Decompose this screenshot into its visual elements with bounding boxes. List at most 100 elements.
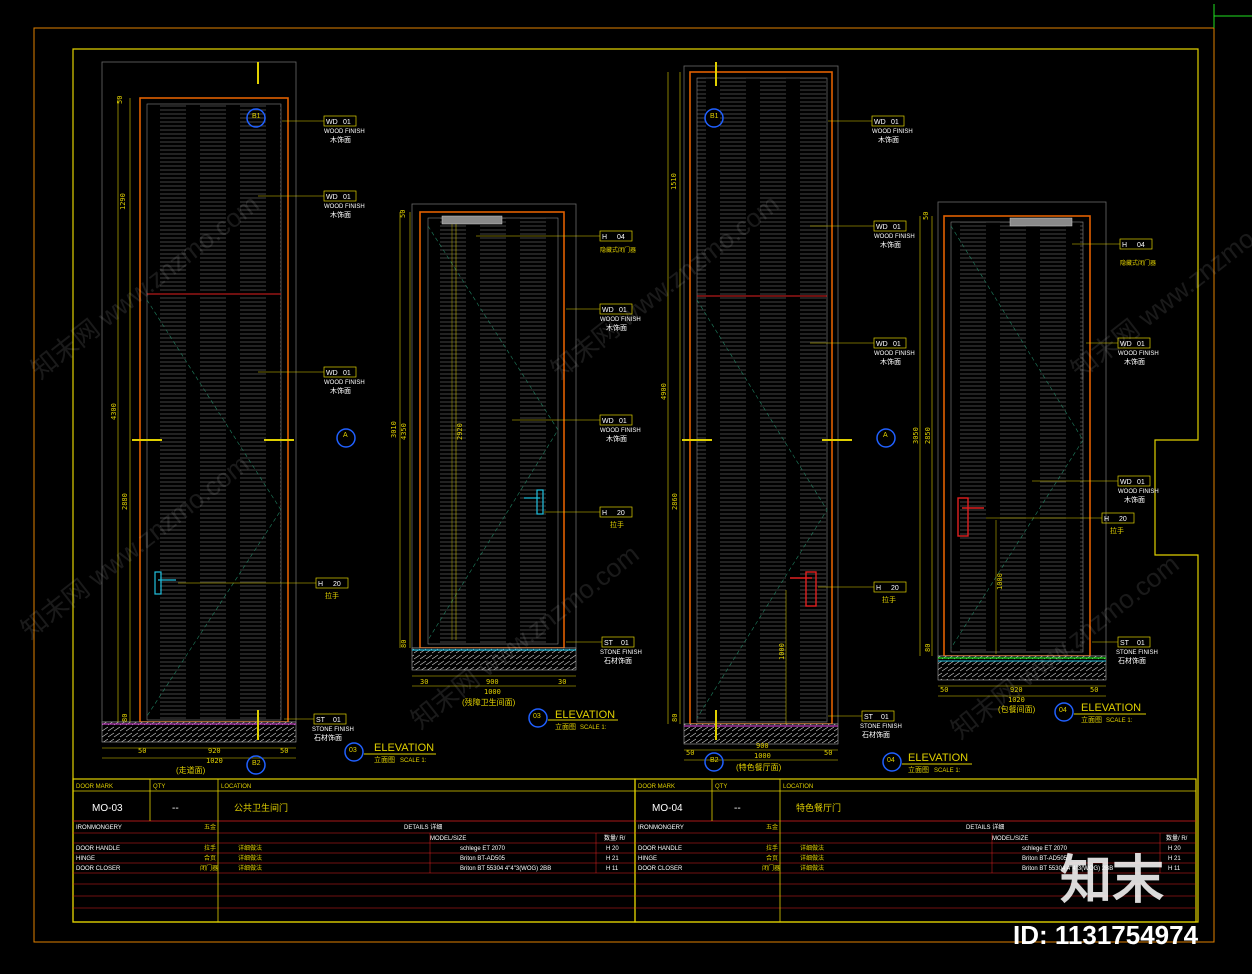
door-mark: MO-03 <box>92 803 123 814</box>
dim-label: 50 <box>1090 686 1098 694</box>
tag-num: 01 <box>1137 640 1145 647</box>
dim-label: 4900 <box>660 383 668 400</box>
dim-label: 50 <box>940 686 948 694</box>
tag-en: WOOD FINISH <box>1118 351 1159 357</box>
dim-label: 4300 <box>110 403 118 420</box>
ironmongery-cn: 五金 <box>766 823 778 831</box>
door-qty: -- <box>734 803 741 814</box>
item-spec: 详细做法 <box>800 864 824 872</box>
dim-label: 1290 <box>119 193 127 210</box>
watermark-id: ID: 1131754974 <box>1013 920 1199 950</box>
tag-code: WD <box>876 341 888 348</box>
dim-label: 50 <box>686 749 694 757</box>
item-cn: 拉手 <box>766 844 778 852</box>
tag-cn: 木饰面 <box>878 135 899 144</box>
schedule-table-right: DOOR MARK QTY LOCATION MO-04 -- 特色餐厅门 IR… <box>634 778 1197 923</box>
door-3-tags: WD 01 WOOD FINISH 木饰面 WD 01 WOOD FINISH … <box>810 115 915 739</box>
tag-code: H <box>876 585 881 592</box>
tag-cn: 木饰面 <box>880 357 901 366</box>
dim-label: 80 <box>400 640 408 648</box>
elevation-number: 04 <box>1059 707 1067 714</box>
dim-label: 900 <box>486 678 499 686</box>
tag-code: H <box>602 510 607 517</box>
tag-num: 01 <box>621 640 629 647</box>
elevation-title: ELEVATION <box>908 752 968 764</box>
marker-label: B1 <box>710 113 719 120</box>
item-code: H 11 <box>606 866 619 872</box>
tag-cn: 石材饰面 <box>862 730 890 739</box>
door-label: (特色餐厅面) <box>736 762 782 772</box>
tag-num: 01 <box>333 717 341 724</box>
tag-cn: 石材饰面 <box>604 656 632 665</box>
door-1-tags: WD 01 WOOD FINISH 木饰面 WD 01 WOOD FINISH … <box>178 115 365 742</box>
door-2-elevation <box>399 203 577 687</box>
door-3-dimensions: 1510 4900 2860 80 1000 50 900 50 1000 (特… <box>660 173 832 772</box>
header-qty: QTY <box>715 784 727 790</box>
tag-code: H <box>602 234 607 241</box>
dim-label: 50 <box>922 212 930 220</box>
item-spec: 详细做法 <box>238 864 262 872</box>
tag-cn: 木饰面 <box>330 210 351 219</box>
elevation-title: ELEVATION <box>555 709 615 721</box>
tag-en: STONE FINISH <box>1116 650 1158 656</box>
door-3-elevation <box>667 62 852 761</box>
tag-cn: 石材饰面 <box>1118 656 1146 665</box>
item-en: DOOR CLOSER <box>76 866 121 872</box>
door-location: 公共卫生间门 <box>234 802 288 813</box>
tag-num: 20 <box>1119 516 1127 523</box>
item-spec: 详细做法 <box>238 844 262 852</box>
tag-num: 01 <box>343 370 351 377</box>
tag-code: ST <box>864 714 874 721</box>
tag-cn: 拉手 <box>610 520 624 529</box>
door-1-markers: B1 B2 A <box>246 108 356 775</box>
tag-num: 01 <box>619 418 627 425</box>
tag-cn: 拉手 <box>325 591 339 600</box>
tag-num: 04 <box>617 234 625 241</box>
door-location: 特色餐厅门 <box>796 802 841 813</box>
dim-label: 50 <box>399 210 407 218</box>
tag-cn: 木饰面 <box>1124 357 1145 366</box>
ironmongery-cn: 五金 <box>204 823 216 831</box>
watermark-logo-text: 知末 <box>1060 852 1164 910</box>
header-location: LOCATION <box>221 784 251 790</box>
item-model: schlege ET 2070 <box>1022 846 1068 852</box>
elevation-cn: 立面图 <box>1081 715 1102 724</box>
door-label: (包餐间面) <box>998 704 1036 714</box>
elevation-title-1: 03 ELEVATION 立面图 SCALE 1: <box>344 742 436 764</box>
door-2-tags: H 04 隐藏式闭门器 WD 01 WOOD FINISH 木饰面 WD 01 … <box>476 230 642 665</box>
dim-label: 3050 <box>912 427 920 444</box>
dim-label: 80 <box>924 644 932 652</box>
elevation-title: ELEVATION <box>1081 702 1141 714</box>
details-label: DETAILS 详细 <box>404 823 442 831</box>
marker-label: B2 <box>252 760 261 767</box>
door-label: (走道面) <box>176 765 206 775</box>
tag-cn: 木饰面 <box>606 323 627 332</box>
tag-code: H <box>318 581 323 588</box>
dim-label: 920 <box>208 747 221 755</box>
header-qty: QTY <box>153 784 165 790</box>
item-model: Briton BT 55304 4"4"3(WOG) 2BB <box>460 866 551 872</box>
item-en: DOOR HANDLE <box>638 846 682 852</box>
tag-en: STONE FINISH <box>860 724 902 730</box>
elevation-cn: 立面图 <box>555 722 576 731</box>
tag-en: STONE FINISH <box>312 727 354 733</box>
tag-cn: 木饰面 <box>330 386 351 395</box>
tag-cn: 隐藏式闭门器 <box>600 246 636 254</box>
item-cn: 闭门器 <box>200 864 218 872</box>
elevation-scale: SCALE 1: <box>400 758 427 764</box>
item-spec: 详细做法 <box>800 854 824 862</box>
tag-num: 01 <box>343 194 351 201</box>
item-cn: 合页 <box>766 854 778 862</box>
item-model: schlege ET 2070 <box>460 846 506 852</box>
tag-code: ST <box>1120 640 1130 647</box>
dim-label: 2880 <box>121 493 129 510</box>
elevation-number: 03 <box>533 713 541 720</box>
header-location: LOCATION <box>783 784 813 790</box>
item-en: DOOR CLOSER <box>638 866 683 872</box>
tag-code: WD <box>326 194 338 201</box>
tag-code: WD <box>874 119 886 126</box>
dim-label: 3010 <box>390 421 398 438</box>
dim-label: 1020 <box>206 757 223 765</box>
dim-label: 30 <box>420 678 428 686</box>
door-1-dimensions: 50 1290 4300 2880 80 50 920 50 1020 (走道面… <box>110 96 288 775</box>
